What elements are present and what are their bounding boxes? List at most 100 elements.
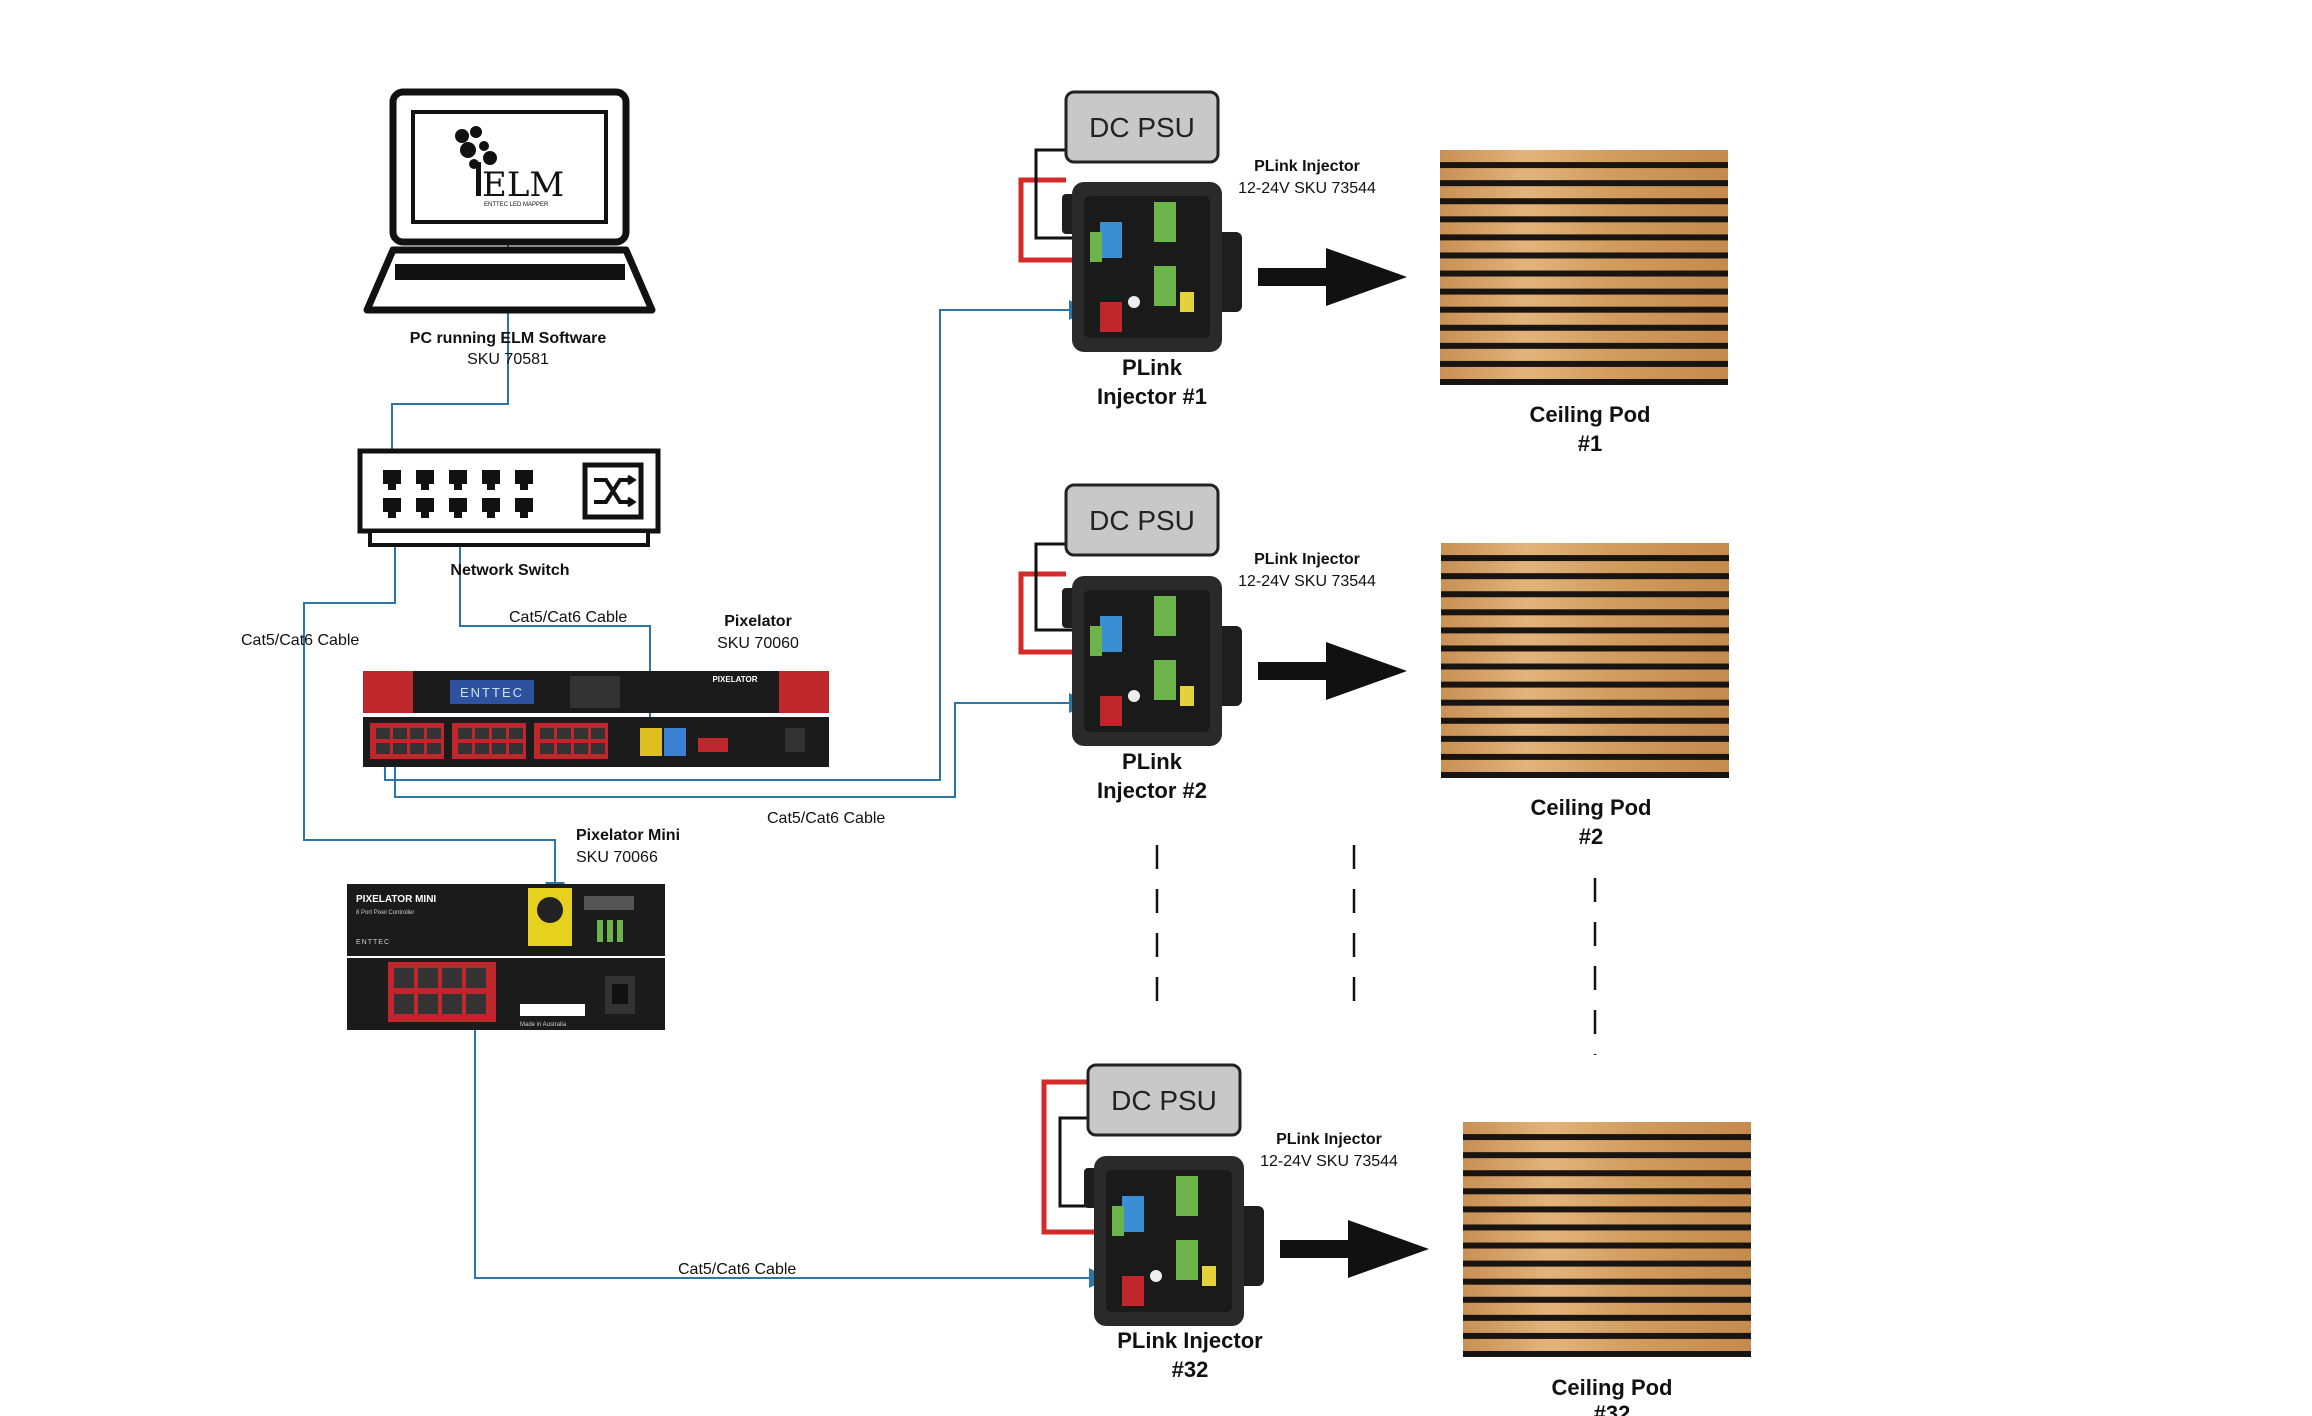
injector-spec-2: 12-24V SKU 73544: [1238, 573, 1376, 590]
dc-psu-box: DC PSU: [1064, 90, 1220, 164]
unit-2: DC PSU PLink Injector 12-24V SKU 73544 P…: [1018, 483, 1729, 849]
mini-maker: ENTTEC: [356, 939, 390, 946]
wood-slat: [1463, 1320, 1751, 1333]
wood-slat: [1463, 1284, 1751, 1297]
pixelator-front-model: PIXELATOR: [712, 675, 757, 684]
pod-name-2: #32: [1594, 1401, 1631, 1416]
unit-1: DC PSU PLink Injector 12-24V SKU 73544 P…: [1018, 90, 1728, 456]
pixelator-device: ENTTEC PIXELATOR: [363, 671, 829, 767]
wood-slat: [1440, 294, 1728, 307]
plink-injector-device: [1062, 182, 1242, 352]
injector-name-1: PLink: [1122, 749, 1183, 774]
pixelator-mini-sku: SKU 70066: [576, 849, 658, 866]
wood-slat: [1440, 366, 1728, 379]
ceiling-pod-image: [1463, 1122, 1751, 1357]
network-switch: [357, 448, 661, 547]
injector-spec-1: PLink Injector: [1254, 158, 1360, 175]
wood-slat: [1463, 1266, 1751, 1279]
wood-slat: [1463, 1158, 1751, 1171]
mini-subtitle: 8 Port Pixel Controller: [356, 910, 414, 916]
wood-slat: [1440, 276, 1728, 289]
cable-label-bottom: Cat5/Cat6 Cable: [678, 1261, 796, 1278]
wood-slat: [1441, 579, 1729, 592]
wood-slat: [1441, 723, 1729, 736]
wood-slat: [1463, 1302, 1751, 1315]
cat-cables: [303, 205, 1109, 1288]
switch-crossover-icon: [582, 462, 644, 520]
cable-mini-to-injector-32: [474, 1000, 1109, 1288]
cable-label-left: Cat5/Cat6 Cable: [241, 632, 359, 649]
mini-made-in: Made in Australia: [520, 1022, 567, 1028]
pc-laptop: ELM ENTTEC LED MAPPER: [363, 88, 656, 314]
psu-label: DC PSU: [1089, 505, 1195, 536]
injector-name-1: PLink: [1122, 355, 1183, 380]
wood-slat: [1440, 186, 1728, 199]
wood-slat: [1463, 1140, 1751, 1153]
dc-psu-box: DC PSU: [1086, 1063, 1242, 1137]
pod-name-2: #2: [1579, 824, 1603, 849]
plink-injector-device: [1084, 1156, 1264, 1326]
wood-slat: [1440, 348, 1728, 361]
wood-slat: [1441, 741, 1729, 754]
pixelator-mini-device: PIXELATOR MINI 8 Port Pixel Controller E…: [347, 884, 665, 1030]
power-wire-red: [1041, 1079, 1122, 1235]
wood-slat: [1440, 168, 1728, 181]
elm-logo-text: ELM: [482, 165, 564, 205]
pod-name-1: Ceiling Pod: [1552, 1375, 1673, 1400]
wood-slat: [1441, 759, 1729, 772]
cable-switch-to-mini: [303, 515, 565, 902]
elm-logo-subtext: ENTTEC LED MAPPER: [484, 202, 549, 208]
arrow-right-icon: [1258, 642, 1407, 700]
psu-label: DC PSU: [1089, 112, 1195, 143]
psu-label: DC PSU: [1111, 1085, 1217, 1116]
wood-slat: [1441, 687, 1729, 700]
wood-slat: [1440, 240, 1728, 253]
pixelator-front-brand: ENTTEC: [460, 685, 524, 700]
pod-name-1: Ceiling Pod: [1530, 402, 1651, 427]
wood-slat: [1440, 222, 1728, 235]
wood-slat: [1463, 1176, 1751, 1189]
ceiling-pod-image: [1440, 150, 1728, 385]
injector-name-2: #32: [1172, 1357, 1209, 1382]
pixelator-mini-title: Pixelator Mini: [576, 827, 680, 844]
wood-slat: [1441, 651, 1729, 664]
mini-brand: PIXELATOR MINI: [356, 894, 436, 905]
dc-psu-box: DC PSU: [1064, 483, 1220, 557]
injector-spec-1: PLink Injector: [1254, 551, 1360, 568]
injector-name-2: Injector #2: [1097, 778, 1207, 803]
wood-slat: [1463, 1122, 1751, 1135]
injector-name-2: Injector #1: [1097, 384, 1207, 409]
wood-slat: [1441, 543, 1729, 556]
unit-32: DC PSU PLink Injector 12-24V SKU 73544 P…: [1041, 1063, 1751, 1416]
power-wire-red: [1018, 571, 1100, 655]
pc-sku: SKU 70581: [467, 351, 549, 368]
power-wire-black: [1034, 542, 1100, 632]
wood-slat: [1441, 633, 1729, 646]
wood-slat: [1440, 150, 1728, 163]
pod-name-1: Ceiling Pod: [1531, 795, 1652, 820]
power-wire-red: [1018, 177, 1100, 263]
cable-pixelator-to-injector-2: [394, 693, 1089, 798]
wood-slat: [1440, 330, 1728, 343]
wood-slat: [1441, 615, 1729, 628]
wood-slat: [1440, 312, 1728, 325]
injector-spec-2: 12-24V SKU 73544: [1238, 180, 1376, 197]
arrow-right-icon: [1280, 1220, 1429, 1278]
wood-slat: [1441, 561, 1729, 574]
ceiling-pod-image: [1441, 543, 1729, 778]
wood-slat: [1463, 1338, 1751, 1351]
wood-slat: [1463, 1248, 1751, 1261]
cable-switch-to-pixelator: [459, 515, 660, 752]
elm-logo-icon: ELM ENTTEC LED MAPPER: [455, 126, 564, 208]
pod-name-2: #1: [1578, 431, 1602, 456]
wood-slat: [1463, 1212, 1751, 1225]
cable-pixelator-to-injector-1: [384, 300, 1089, 781]
injector-spec-1: PLink Injector: [1276, 1131, 1382, 1148]
wood-slat: [1440, 258, 1728, 271]
wood-slat: [1441, 705, 1729, 718]
pixelator-title: Pixelator: [724, 613, 792, 630]
switch-label: Network Switch: [450, 562, 569, 579]
injector-spec-2: 12-24V SKU 73544: [1260, 1153, 1398, 1170]
cable-label-top: Cat5/Cat6 Cable: [509, 609, 627, 626]
